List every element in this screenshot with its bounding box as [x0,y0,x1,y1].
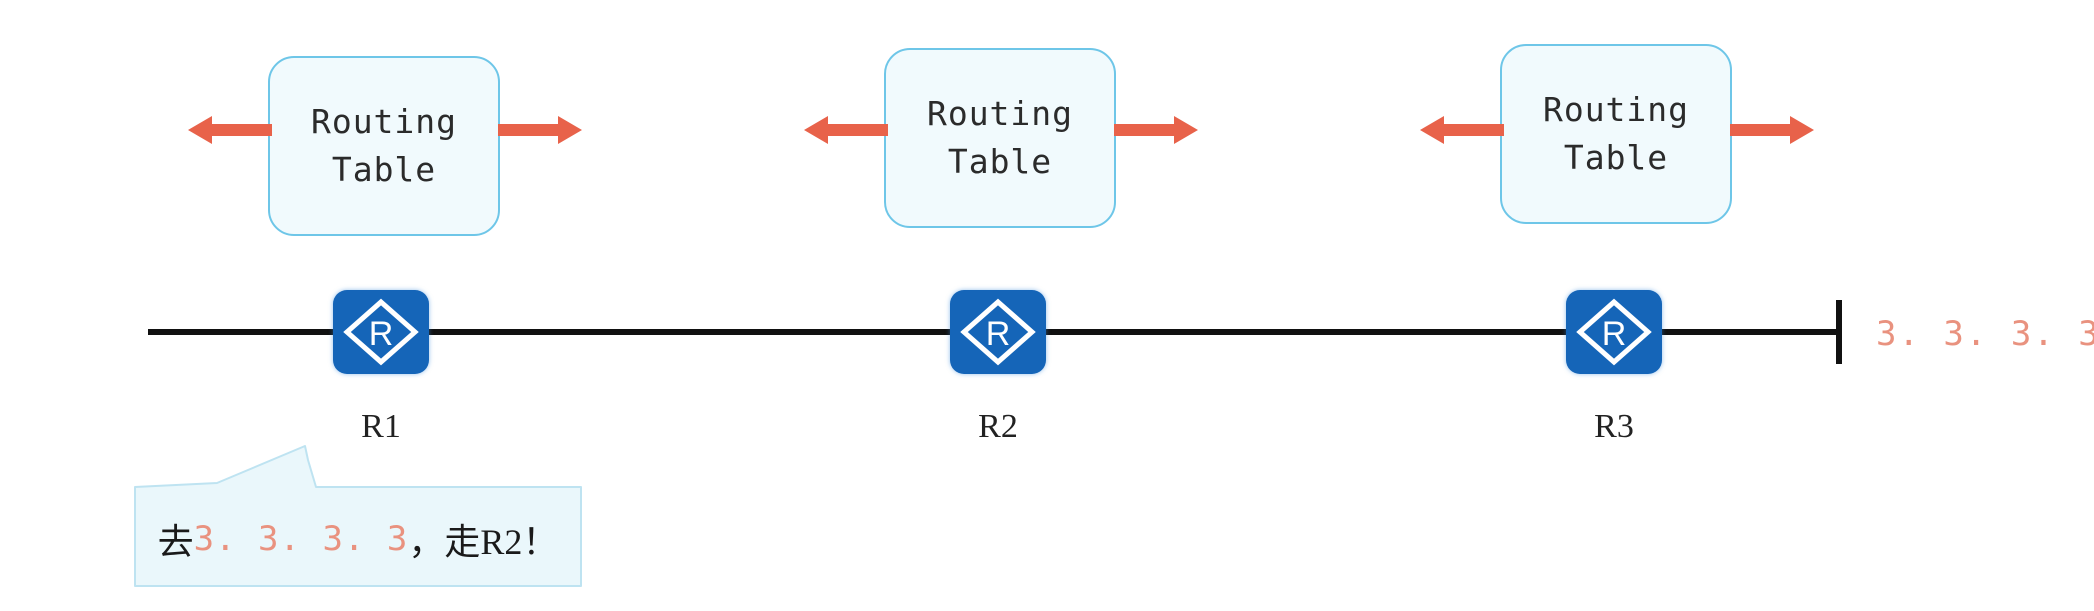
router-icon[interactable]: R [950,290,1046,374]
arrow-right-icon [1114,113,1200,147]
router-label-r3: R3 [1594,408,1634,445]
routing-table-label-line2: Table [1563,138,1669,177]
callout-prefix: 去 [157,521,194,562]
network-link-segment [148,329,388,335]
routing-table-label-line1: Routing [310,102,458,142]
svg-text:R: R [369,315,394,353]
network-link-segment [1040,329,1625,335]
router-label-r2: R2 [978,408,1018,445]
callout-suffix: ，走R2！ [408,521,559,562]
line-end-bar-icon [1836,300,1842,364]
arrow-right-icon [498,113,584,147]
routing-table-label-line2: Table [331,150,437,189]
network-link-segment [420,329,1010,335]
routing-table-label-line2: Table [947,142,1053,181]
router-icon[interactable]: R [333,290,429,374]
svg-text:R: R [986,315,1011,353]
arrow-left-icon [1418,113,1504,147]
svg-text:R: R [1602,315,1627,353]
router-icon[interactable]: R [1566,290,1662,374]
arrow-left-icon [186,113,272,147]
network-link-segment [1655,329,1841,335]
routing-table-box-r1: Routing Table [268,56,500,236]
destination-ip-label: 3. 3. 3. 3 [1876,314,2094,354]
routing-table-label-line1: Routing [1542,90,1690,130]
routing-table-box-r3: Routing Table [1500,44,1732,224]
callout-ip: 3. 3. 3. 3 [193,518,409,559]
router-label-r1: R1 [361,408,401,445]
routing-table-box-r2: Routing Table [884,48,1116,228]
callout-shape [134,445,582,587]
arrow-right-icon [1730,113,1816,147]
arrow-left-icon [802,113,888,147]
routing-table-label-line1: Routing [926,94,1074,134]
